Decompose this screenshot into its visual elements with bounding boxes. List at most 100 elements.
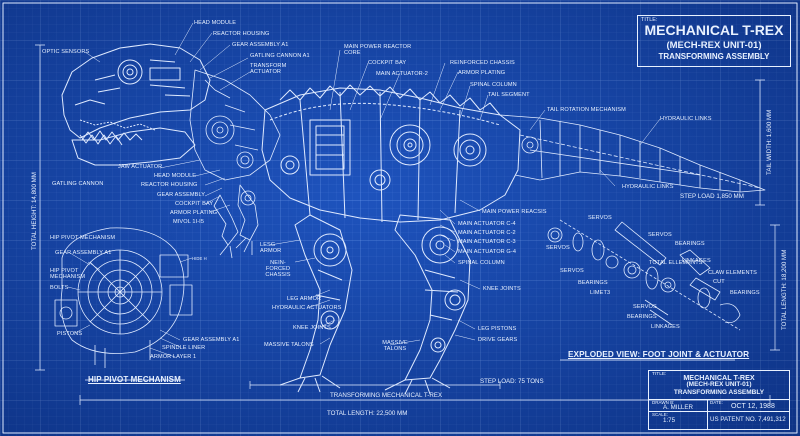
trex-tail bbox=[499, 114, 766, 193]
label-jaw-actuator: JAW ACTUATOR bbox=[118, 164, 163, 170]
title-block-title: MECHANICAL T-REX bbox=[644, 22, 784, 38]
label-hydraulic-links-2: HYDRAULIC LINKS bbox=[622, 184, 674, 190]
small-title-line3: TRANSFORMING ASSEMBLY bbox=[673, 389, 765, 396]
label-main-actuator-c4: MAIN ACTUATOR C-4 bbox=[458, 221, 516, 227]
label-servos-5: SERVOS bbox=[633, 304, 657, 310]
small-title-block: TITLE: MECHANICAL T-REX (MECH-REX UNIT-0… bbox=[648, 370, 790, 430]
label-massive-talons-2: MASSIVE TALONS bbox=[382, 340, 408, 353]
dim-transforming: TRANSFORMING MECHANICAL T-REX bbox=[330, 392, 443, 399]
label-limet: LIMET3 bbox=[590, 290, 611, 296]
title-block-subtitle: (MECH-REX UNIT-01) bbox=[666, 40, 762, 51]
label-tail-rotation: TAIL ROTATION MECHANISM bbox=[547, 107, 626, 113]
label-cut: CUT bbox=[713, 279, 725, 285]
label-optic-sensors: OPTIC SENSORS bbox=[42, 49, 90, 55]
drawn-by: A. MILLER bbox=[663, 404, 693, 411]
label-linkages-2: LINKAGES bbox=[651, 324, 680, 330]
dim-total-length-right: TOTAL LENGTH: 18,200 MM bbox=[781, 249, 788, 330]
label-hip-gear-assembly-2: GEAR ASSEMBLY A1 bbox=[183, 337, 240, 343]
label-knee-joints-2: KNEE JOINTS bbox=[483, 286, 521, 292]
scale: 1:75 bbox=[663, 417, 676, 424]
trex-arm bbox=[213, 184, 259, 259]
label-transform-actuator: TRANSFORM ACTUATOR bbox=[250, 63, 287, 76]
label-tail-segment: TAIL SEGMENT bbox=[488, 92, 530, 98]
label-gear-assembly: GEAR ASSEMBLY bbox=[157, 192, 206, 198]
dim-step-load-tail: STEP LOAD 1,850 MM bbox=[680, 193, 744, 200]
label-knee-joints: KNEE JOINTS bbox=[293, 325, 331, 331]
label-spinal-column-2: SPINAL COLUMN bbox=[458, 260, 505, 266]
trex-neck bbox=[189, 69, 281, 181]
small-title-label: TITLE: bbox=[652, 372, 667, 377]
label-gear-assembly-a1: GEAR ASSEMBLY A1 bbox=[232, 42, 289, 48]
dim-total-height: TOTAL HEIGHT: 14,800 MM bbox=[31, 172, 38, 250]
label-armor-plating-body: ARMOR PLATING bbox=[458, 70, 506, 76]
drawn-by-label: DRAWN B: bbox=[652, 400, 675, 405]
label-claw-elements: CLAW ELEMENTS bbox=[708, 270, 757, 276]
dimension-lines bbox=[35, 44, 780, 405]
label-hip-gear-assembly: GEAR ASSEMBLY A1 bbox=[55, 250, 112, 256]
title-block: TITLE: MECHANICAL T-REX (MECH-REX UNIT-0… bbox=[637, 15, 791, 67]
label-head-module-2: HEAD MODULE bbox=[154, 173, 197, 179]
trex-head bbox=[61, 43, 211, 166]
label-leg-pistons: LEG PISTONS bbox=[478, 326, 517, 332]
hip-pivot-title: HIP PIVOT MECHANISM bbox=[88, 375, 181, 384]
label-legs-armor: LESG ARMOR bbox=[260, 242, 282, 255]
label-linkages-1: LINKAGES bbox=[682, 258, 711, 264]
label-armor-plating: ARMOR PLATING bbox=[170, 210, 218, 216]
label-main-actuator-2: MAIN ACTUATOR-2 bbox=[376, 71, 428, 77]
dim-tail-width: TAIL WIDTH: 1,600 MM bbox=[766, 109, 773, 175]
label-hydraulic-actuators: HYDRAULIC ACTUATORS bbox=[272, 305, 342, 311]
exploded-view-title: EXPLODED VIEW: FOOT JOINT & ACTUATOR bbox=[568, 350, 750, 359]
label-reactor-housing: REACTOR HOUSING bbox=[213, 31, 270, 37]
label-reinforced-chassis: REINFORCED CHASSIS bbox=[450, 60, 515, 66]
scale-label: SCALE: bbox=[652, 412, 669, 417]
label-hide-h: HIDE H bbox=[192, 256, 207, 261]
label-cockpit-bay-body: COCKPIT BAY bbox=[368, 60, 407, 66]
label-bearings-1: BEARINGS bbox=[675, 241, 705, 247]
small-title-line1: MECHANICAL T-REX bbox=[683, 373, 755, 382]
label-bolts: BOLTS bbox=[50, 285, 69, 291]
label-main-actuator-c3: MAIN ACTUATOR C-3 bbox=[458, 239, 516, 245]
label-servos-3: SERVOS bbox=[560, 268, 584, 274]
label-gatling-cannon: GATLING CANNON bbox=[52, 181, 104, 187]
label-head-module: HEAD MODULE bbox=[194, 20, 237, 26]
label-cockpit-bay: COCKPIT BAY bbox=[175, 201, 214, 207]
label-drive-gears: DRIVE GEARS bbox=[478, 337, 518, 343]
label-reactor-housing-2: REACTOR HOUSING bbox=[141, 182, 198, 188]
exploded-view-parts bbox=[547, 219, 741, 331]
label-armor-layer: ARMOR LAYER 1 bbox=[150, 354, 197, 360]
label-spinal-column: SPINAL COLUMN bbox=[470, 82, 517, 88]
label-hip-pivot-mechanism: HIP PIVOT MECHANISM bbox=[50, 268, 86, 281]
label-main-actuator-g4: MAIN ACTUATOR G-4 bbox=[458, 249, 517, 255]
label-bearings-4: BEARINGS bbox=[627, 314, 657, 320]
label-servos-4: SERVOS bbox=[648, 232, 672, 238]
small-title-line2: (MECH-REX UNIT-01) bbox=[686, 381, 752, 388]
label-main-power-reactor-core: MAIN POWER REACTOR CORE bbox=[344, 44, 412, 57]
label-main-power-reacsis: MAIN POWER REACSIS bbox=[482, 209, 547, 215]
label-hydraulic-links: HYDRAULIC LINKS bbox=[660, 116, 712, 122]
hip-pivot-detail bbox=[54, 227, 193, 368]
trex-body bbox=[261, 84, 521, 223]
leader-lines bbox=[67, 22, 661, 358]
label-bearings-3: BEARINGS bbox=[730, 290, 760, 296]
dim-step-load-75: STEP LOAD: 75 TONS bbox=[480, 378, 544, 385]
label-nein-forced-chassis: NEIN-FORCED CHASSIS bbox=[265, 260, 291, 279]
label-servos-2: SERVOS bbox=[546, 245, 570, 251]
label-gatling-cannon-a1: GATLING CANNON A1 bbox=[250, 53, 310, 59]
date-label: DATE: bbox=[710, 400, 723, 405]
label-pistons: PISTONS bbox=[57, 331, 83, 337]
title-block-subtitle2: TRANSFORMING ASSEMBLY bbox=[658, 52, 770, 61]
label-leg-armor: LEG ARMOR bbox=[287, 296, 322, 302]
date: OCT 12, 1988 bbox=[731, 403, 775, 410]
label-total-elements: TOTAL ELLEMENTS bbox=[649, 260, 703, 266]
label-main-actuator-c2: MAIN ACTUATOR C-2 bbox=[458, 230, 516, 236]
trex-leg-front bbox=[279, 214, 353, 393]
label-bearings-2: BEARINGS bbox=[578, 280, 608, 286]
patent: US PATENT NO. 7,491,312 bbox=[710, 416, 786, 423]
dim-total-length: TOTAL LENGTH: 22,500 MM bbox=[327, 410, 408, 417]
label-spindle-liner: SPINDLE LINER bbox=[162, 345, 206, 351]
label-mivol: MIVOL 1I-I5 bbox=[173, 219, 205, 225]
label-massive-talons: MASSIVE TALONS bbox=[264, 342, 314, 348]
